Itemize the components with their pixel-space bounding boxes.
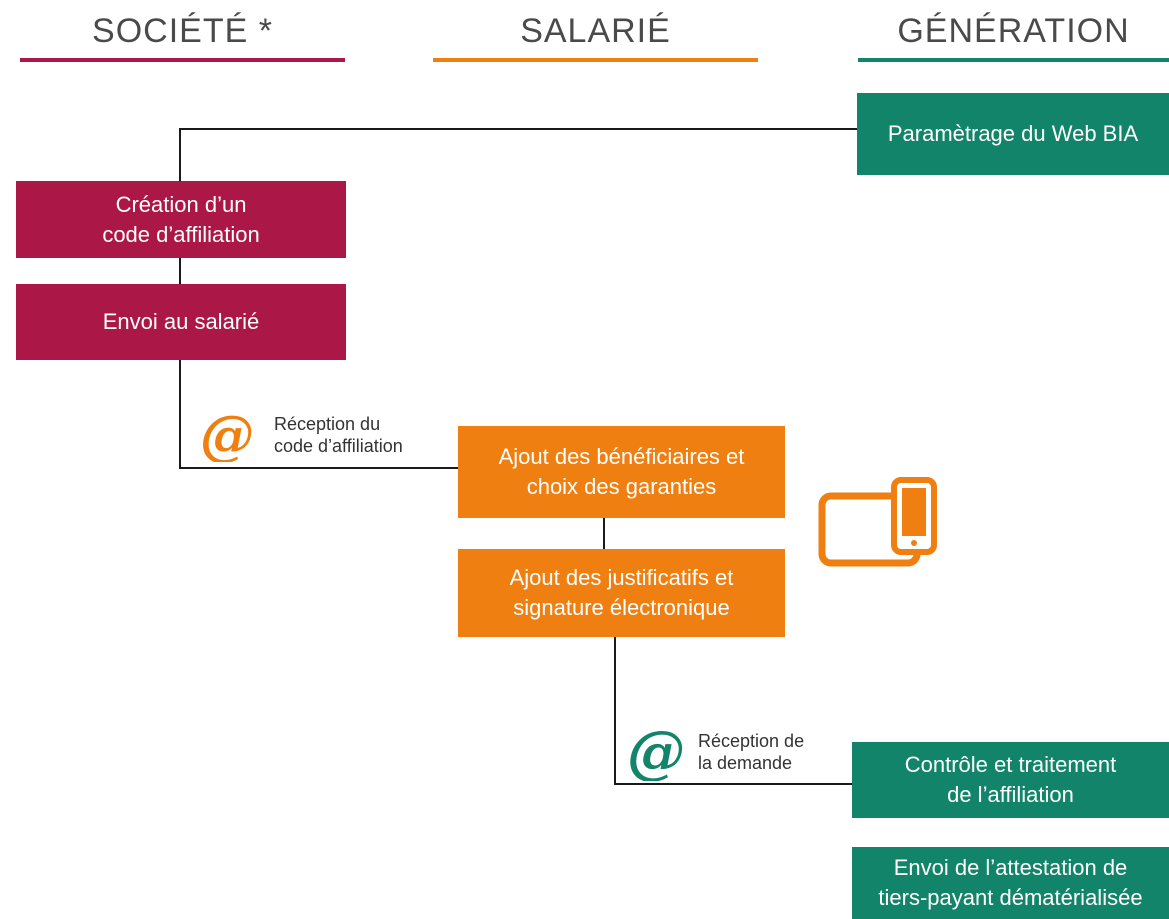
- tablet-phone-icon: [818, 477, 938, 567]
- note-reception-demande: Réception de la demande: [698, 731, 805, 773]
- box-envoi-au-salarie: Envoi au salarié: [16, 284, 346, 360]
- connector-societe-between: [179, 258, 181, 284]
- connector-salarie-between: [603, 517, 605, 549]
- connector-top-vertical: [179, 128, 181, 181]
- box-controle-traitement: Contrôle et traitement de l’affiliation: [852, 742, 1169, 818]
- svg-text:@: @: [201, 410, 253, 462]
- box-envoi-attestation: Envoi de l’attestation de tiers-payant d…: [852, 847, 1169, 919]
- box-ajout-beneficiaires: Ajout des bénéficiaires et choix des gar…: [458, 426, 785, 518]
- connector-societe-down: [179, 360, 181, 469]
- connector-top-horizontal: [179, 128, 857, 130]
- connector-to-salarie: [179, 467, 458, 469]
- svg-text:@: @: [628, 725, 684, 781]
- column-title-generation: GÉNÉRATION: [897, 12, 1130, 50]
- box-parametrage-web-bia: Paramètrage du Web BIA: [857, 93, 1169, 175]
- column-title-salarie: SALARIÉ: [520, 12, 671, 50]
- connector-salarie-down: [614, 637, 616, 785]
- at-sign-icon: @: [200, 403, 254, 467]
- column-title-societe: SOCIÉTÉ *: [92, 12, 273, 50]
- box-creation-code-affiliation: Création d’un code d’affiliation: [16, 181, 346, 258]
- note-reception-code: Réception du code d’affiliation: [274, 414, 403, 456]
- column-underline-generation: [858, 58, 1169, 62]
- box-ajout-justificatifs: Ajout des justificatifs et signature éle…: [458, 549, 785, 637]
- column-underline-societe: [20, 58, 345, 62]
- connector-to-generation: [614, 783, 852, 785]
- column-underline-salarie: [433, 58, 758, 62]
- at-sign-icon: @: [627, 718, 685, 786]
